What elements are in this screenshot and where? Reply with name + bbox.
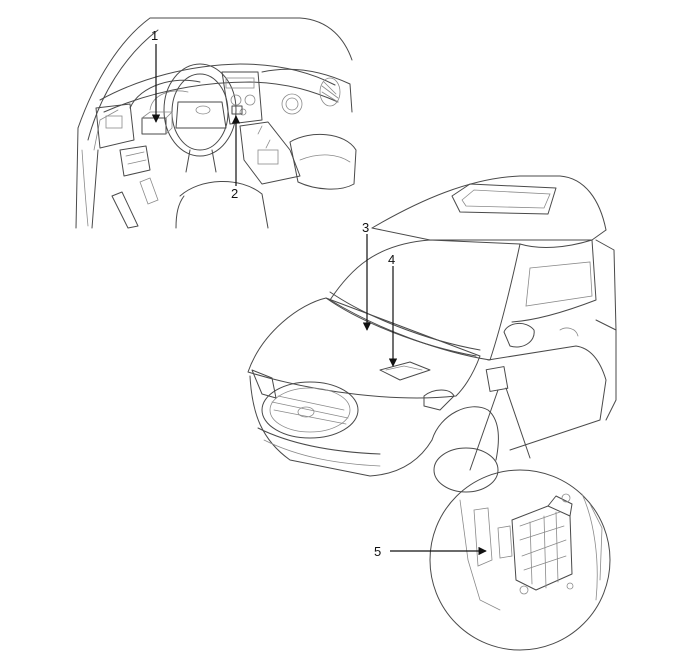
callout-1: 1: [151, 28, 161, 123]
callout-label-1: 1: [151, 28, 158, 43]
interior-view-illustration: [75, 17, 357, 229]
component-2-switch: [231, 105, 243, 115]
callout-2: 2: [231, 115, 241, 201]
callout-label-2: 2: [231, 186, 238, 201]
callout-4: 4: [388, 252, 398, 367]
callout-3: 3: [362, 220, 372, 331]
vehicle-exterior-illustration: [247, 175, 617, 493]
callout-5: 5: [374, 544, 487, 559]
detail-magnifier: [429, 387, 611, 651]
callout-label-3: 3: [362, 220, 369, 235]
component-1-box: [141, 117, 167, 135]
callout-label-4: 4: [388, 252, 395, 267]
callout-label-5: 5: [374, 544, 381, 559]
component-4-sensor: [379, 361, 431, 381]
component-5-location: [485, 366, 509, 392]
